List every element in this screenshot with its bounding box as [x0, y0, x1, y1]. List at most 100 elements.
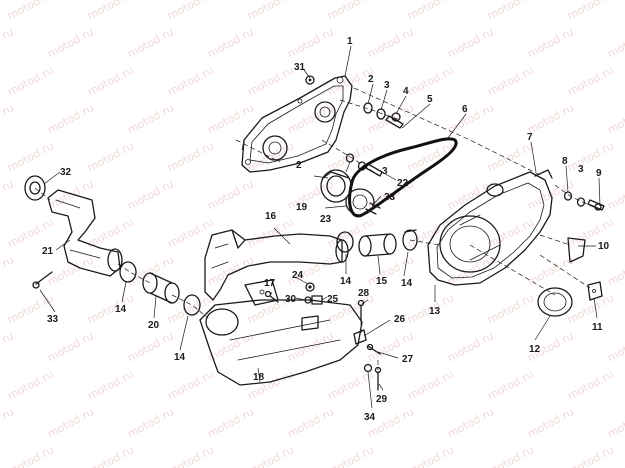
watermark-text: motod.ru [0, 101, 16, 136]
watermark-text: motod.ru [125, 177, 176, 212]
screw-17 [264, 290, 279, 303]
watermark-text: motod.ru [445, 329, 496, 364]
watermark-text: motod.ru [245, 63, 296, 98]
plate-11 [587, 281, 603, 301]
clamp-14-lower-left [119, 261, 137, 283]
watermark-text: motod.ru [5, 139, 56, 174]
callout-7: 7 [527, 132, 533, 143]
watermark-text: motod.ru [245, 443, 296, 468]
callout-3-lower: 3 [382, 166, 388, 177]
watermark-text: motod.ru [285, 101, 336, 136]
watermark-text: motod.ru [125, 329, 176, 364]
callout-16: 16 [265, 211, 277, 222]
watermark-text: motod.ru [45, 177, 96, 212]
watermark-text: motod.ru [325, 443, 376, 468]
watermark-text: motod.ru [485, 367, 536, 402]
watermark-text: motod.ru [125, 101, 176, 136]
watermark-text: motod.ru [45, 101, 96, 136]
fitting-25 [311, 295, 323, 305]
watermark-text: motod.ru [165, 443, 216, 468]
watermark-text: motod.ru [45, 405, 96, 440]
watermark-text: motod.ru [205, 25, 256, 60]
clamp-14-upper-right [402, 229, 418, 251]
clamp-14-upper-left [336, 231, 354, 253]
callout-9: 9 [596, 168, 602, 179]
callout-25: 25 [327, 294, 339, 305]
callout-10: 10 [598, 241, 610, 252]
callout-33-upper: 33 [384, 192, 396, 203]
seal-32 [24, 175, 46, 201]
watermark-text: motod.ru [365, 405, 416, 440]
watermark-text: motod.ru [5, 443, 56, 468]
watermark-text: motod.ru [325, 215, 376, 250]
watermark-text: motod.ru [565, 0, 616, 23]
watermark-text: motod.ru [285, 405, 336, 440]
watermark-text: motod.ru [0, 405, 16, 440]
callout-33-lower: 33 [47, 314, 59, 325]
watermark-text: motod.ru [485, 443, 536, 468]
inner-cover [241, 75, 353, 173]
watermark-text: motod.ru [605, 25, 625, 60]
sleeve-15 [358, 233, 397, 257]
callout-3-right: 3 [578, 164, 584, 175]
washer-34 [363, 363, 373, 373]
watermark-text: motod.ru [165, 291, 216, 326]
callout-17: 17 [264, 278, 276, 289]
pulley-19 [320, 169, 352, 203]
watermark-text: motod.ru [605, 329, 625, 364]
callout-31: 31 [294, 62, 306, 73]
callout-2-lower: 2 [296, 160, 302, 171]
callout-5: 5 [427, 94, 433, 105]
callout-20: 20 [148, 320, 160, 331]
silencer-18 [199, 279, 363, 386]
leader-lines [39, 45, 601, 409]
watermark-text: motod.ru [5, 367, 56, 402]
watermark-text: motod.ru [85, 367, 136, 402]
watermark-text: motod.ru [405, 139, 456, 174]
watermark-text: motod.ru [405, 215, 456, 250]
watermark-text: motod.ru [0, 177, 16, 212]
watermark-text: motod.ru [605, 405, 625, 440]
watermark-text: motod.ru [205, 101, 256, 136]
watermark-text: motod.ru [445, 25, 496, 60]
callout-4: 4 [403, 86, 409, 97]
callout-34: 34 [364, 412, 376, 423]
callout-15: 15 [376, 276, 388, 287]
watermark-text: motod.ru [165, 139, 216, 174]
bolt-31 [305, 75, 315, 85]
watermark-text: motod.ru [365, 101, 416, 136]
watermark-text: motod.ru [165, 367, 216, 402]
watermark-text: motod.ru [0, 329, 16, 364]
watermark-text: motod.ru [125, 253, 176, 288]
watermark-text: motod.ru [165, 63, 216, 98]
watermark-text: motod.ru [165, 0, 216, 23]
watermark-text: motod.ru [525, 101, 576, 136]
watermark-text: motod.ru [85, 0, 136, 23]
watermark-text: motod.ru [325, 0, 376, 23]
callout-26: 26 [394, 314, 406, 325]
watermark-text: motod.ru [45, 25, 96, 60]
seal-12 [537, 287, 573, 317]
watermark-text: motod.ru [5, 63, 56, 98]
watermark-text: motod.ru [405, 0, 456, 23]
callout-22: 22 [397, 178, 409, 189]
right-hardware [563, 191, 605, 211]
watermark-text: motod.ru [605, 253, 625, 288]
watermark-text: motod.ru [85, 139, 136, 174]
callout-3-upper: 3 [384, 80, 390, 91]
screw-33-left [32, 271, 53, 289]
callout-23: 23 [320, 214, 332, 225]
watermark-text: motod.ru [405, 367, 456, 402]
cap-24 [305, 282, 315, 292]
callout-14-upper-right: 14 [401, 278, 413, 289]
watermark-text: motod.ru [285, 329, 336, 364]
callout-18: 18 [253, 372, 265, 383]
watermark-text: motod.ru [525, 25, 576, 60]
watermark-text: motod.ru [565, 63, 616, 98]
watermark-text: motod.ru [85, 443, 136, 468]
watermark-text: motod.ru [565, 291, 616, 326]
sleeve-20 [142, 272, 180, 304]
watermark-text: motod.ru [605, 177, 625, 212]
outer-cover [427, 169, 553, 286]
